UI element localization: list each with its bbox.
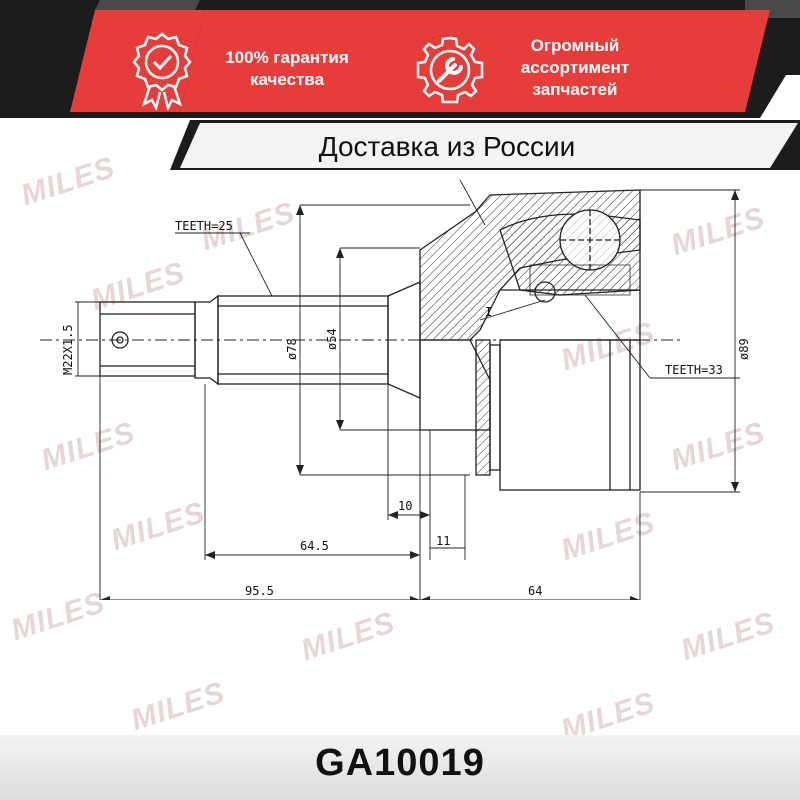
teeth-left-label: TEETH=25: [175, 219, 233, 233]
watermark: MILES: [677, 605, 780, 668]
delivery-text: Доставка из России: [318, 131, 576, 162]
badge-line: качества: [249, 70, 325, 89]
dim-64-label: 64: [528, 584, 542, 598]
dim-10-label: 10: [398, 499, 412, 513]
badge-line: ассортимент: [520, 58, 630, 77]
badge-line: 100% гарантия: [225, 48, 349, 67]
watermark: MILES: [297, 605, 400, 668]
dia78-label: ø78: [285, 338, 299, 360]
cv-joint-drawing: TEETH=25 TEETH=33 M22X1.5 ø78 ø54 ø89 I …: [40, 180, 751, 600]
cotter-hole: [111, 331, 129, 349]
part-code: GA10019: [315, 742, 485, 784]
housing-lower: [499, 339, 641, 491]
watermark: MILES: [127, 675, 230, 738]
dia54-label: ø54: [325, 328, 339, 350]
detail-mark-label: I: [485, 305, 492, 319]
dim-11-label: 11: [436, 534, 450, 548]
quality-guarantee-badge: 100% гарантия качества: [212, 47, 362, 91]
footer-bar: [0, 735, 800, 800]
dim-95-5-label: 95.5: [245, 584, 274, 598]
promo-banner: 100% гарантия качества Огромный ассортим…: [0, 0, 800, 120]
dia89-label: ø89: [737, 338, 751, 360]
thread-label: M22X1.5: [61, 324, 75, 375]
delivery-strip: [170, 120, 800, 175]
teeth-right-label: TEETH=33: [665, 363, 723, 377]
assortment-badge: Огромный ассортимент запчастей: [490, 35, 660, 101]
thread-end: [99, 301, 196, 377]
abs-ring: [475, 339, 491, 476]
badge-line: запчастей: [532, 80, 618, 99]
detail-circle: [534, 281, 556, 303]
badge-line: Огромный: [530, 36, 620, 55]
dim-64-5-label: 64.5: [300, 539, 329, 553]
